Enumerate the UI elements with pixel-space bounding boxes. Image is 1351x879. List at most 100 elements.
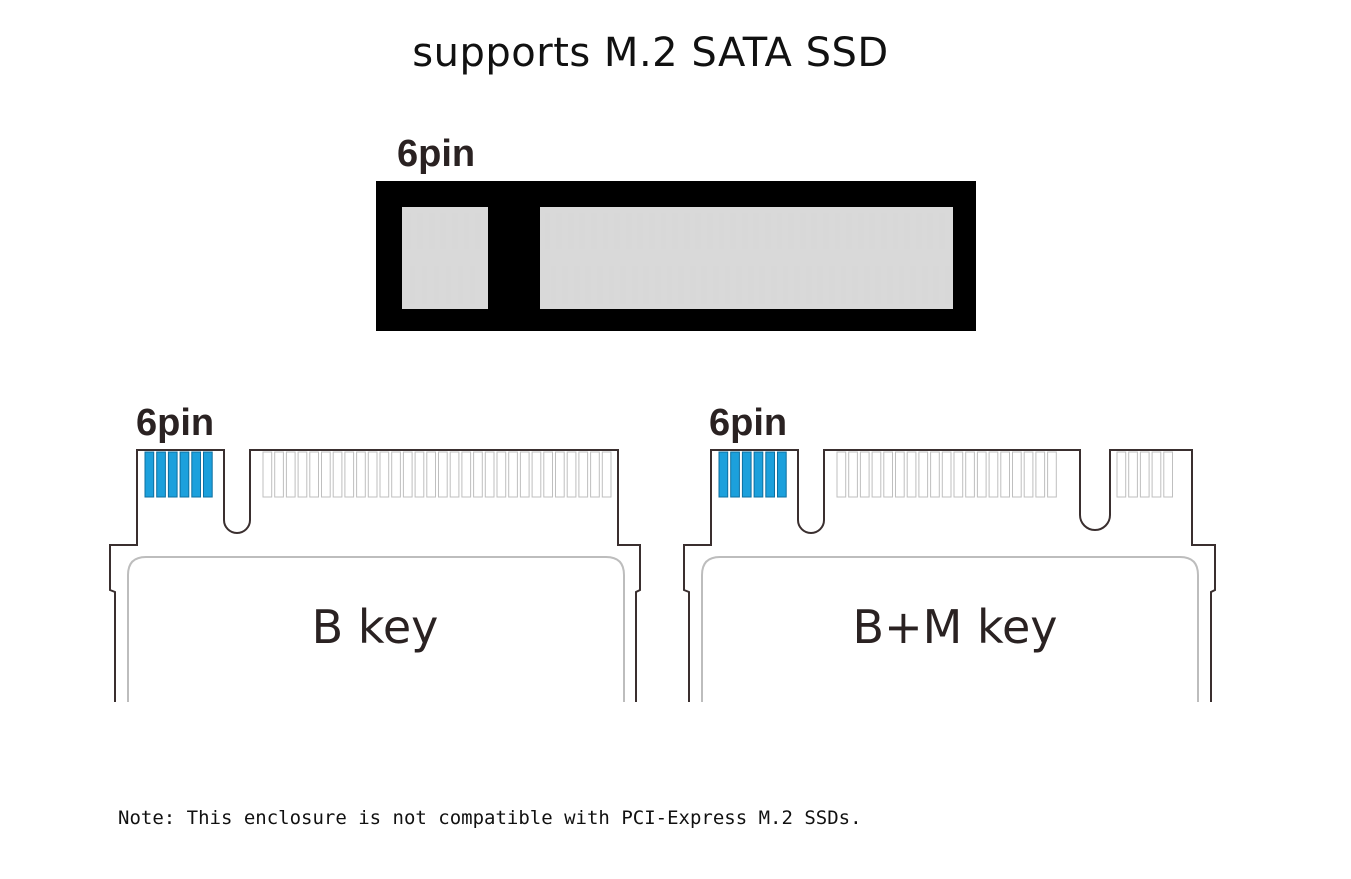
- connector-pin: [579, 213, 585, 249]
- card-pin: [836, 451, 847, 498]
- connector-pin: [777, 213, 782, 249]
- connector-pin: [620, 266, 626, 304]
- highlighted-pin: [144, 451, 155, 498]
- card-pin: [566, 451, 577, 498]
- card-pin: [871, 451, 882, 498]
- highlighted-pin: [179, 451, 190, 498]
- connector-pin: [788, 213, 794, 249]
- connector-pin: [858, 213, 864, 249]
- highlighted-pin: [203, 451, 213, 498]
- b-key-card-outline: [109, 449, 641, 702]
- connector-pins: [406, 213, 951, 304]
- connector-pin: [783, 266, 788, 304]
- card-pin: [1035, 451, 1046, 498]
- connector-pin: [759, 266, 765, 304]
- card-pin: [848, 451, 858, 498]
- connector-pin: [684, 213, 690, 249]
- connector-pin: [632, 266, 638, 304]
- card-pin: [449, 451, 460, 498]
- connector-pin: [609, 266, 614, 304]
- highlighted-pin: [741, 451, 752, 498]
- connector-pin: [678, 266, 684, 304]
- connector-pin: [661, 213, 666, 249]
- card-pin: [356, 451, 366, 498]
- connector-pin: [417, 213, 423, 249]
- b-key-card: 6pin B key: [109, 402, 641, 702]
- bm-key-card-outline: [683, 449, 1216, 702]
- connector-pin: [794, 266, 800, 304]
- card-pin: [555, 451, 565, 498]
- card-pin: [508, 451, 518, 498]
- connector-pin: [603, 213, 608, 249]
- card-pin: [297, 451, 308, 498]
- highlighted-pin: [753, 451, 764, 498]
- bm-key-pin-label: 6pin: [709, 402, 787, 444]
- card-pin: [274, 451, 284, 498]
- connector-pin: [910, 266, 916, 304]
- card-pin: [1139, 451, 1150, 498]
- b-key-highlighted-pins: [144, 451, 213, 498]
- highlighted-pin: [156, 451, 166, 498]
- card-pin: [1012, 451, 1022, 498]
- connector-pin: [806, 266, 812, 304]
- card-pin: [895, 451, 905, 498]
- connector-pin: [568, 213, 574, 249]
- connector-pin-label: 6pin: [397, 133, 475, 175]
- card-pin: [976, 451, 987, 498]
- b-key-pin-label: 6pin: [136, 402, 214, 444]
- highlighted-pin: [167, 451, 178, 498]
- card-pin: [1047, 451, 1057, 498]
- connector-pin: [841, 266, 846, 304]
- connector-pin: [695, 213, 701, 249]
- card-pin: [965, 451, 975, 498]
- page-title: supports M.2 SATA SSD: [412, 30, 889, 76]
- card-pin: [344, 451, 355, 498]
- connector-pin: [667, 266, 672, 304]
- connector-pin: [597, 266, 603, 304]
- connector-pin: [585, 266, 591, 304]
- card-pin: [1163, 451, 1174, 498]
- card-pin: [438, 451, 448, 498]
- card-pin: [1151, 451, 1162, 498]
- connector-pin: [626, 213, 632, 249]
- connector-pin: [551, 266, 556, 304]
- connector-pin: [406, 213, 411, 249]
- connector-pin: [852, 266, 858, 304]
- card-pin: [859, 451, 870, 498]
- connector-pin: [753, 213, 759, 249]
- connector-pin: [893, 213, 898, 249]
- b-key-label-area: [127, 556, 625, 702]
- connector-pin: [655, 266, 661, 304]
- connector-pin: [591, 213, 597, 249]
- bm-key-highlighted-pins: [718, 451, 787, 498]
- connector-pin: [707, 213, 713, 249]
- connector-pin: [434, 266, 439, 304]
- connector-pin: [742, 213, 748, 249]
- highlighted-pin: [730, 451, 740, 498]
- card-pin: [543, 451, 553, 498]
- connector-pin: [446, 266, 451, 304]
- card-pin: [578, 451, 589, 498]
- connector-pin: [422, 266, 427, 304]
- card-pin: [414, 451, 425, 498]
- bm-key-pins-right: [1116, 451, 1174, 498]
- connector-pin: [475, 213, 481, 249]
- connector-pin: [945, 266, 951, 304]
- card-pin: [321, 451, 331, 498]
- connector-pin: [835, 213, 840, 249]
- connector-pin: [771, 266, 777, 304]
- highlighted-pin: [765, 451, 775, 498]
- connector-pin: [701, 266, 707, 304]
- connector-pin: [846, 213, 852, 249]
- connector-pin: [725, 266, 730, 304]
- connector-pin: [545, 213, 550, 249]
- connector-pin: [464, 213, 469, 249]
- connector-pin: [672, 213, 678, 249]
- bm-key-label: B+M key: [853, 600, 1058, 654]
- connector-pin: [556, 213, 562, 249]
- connector-pin: [881, 213, 887, 249]
- connector-pin: [939, 213, 945, 249]
- connector-pin: [574, 266, 580, 304]
- card-pin: [461, 451, 472, 498]
